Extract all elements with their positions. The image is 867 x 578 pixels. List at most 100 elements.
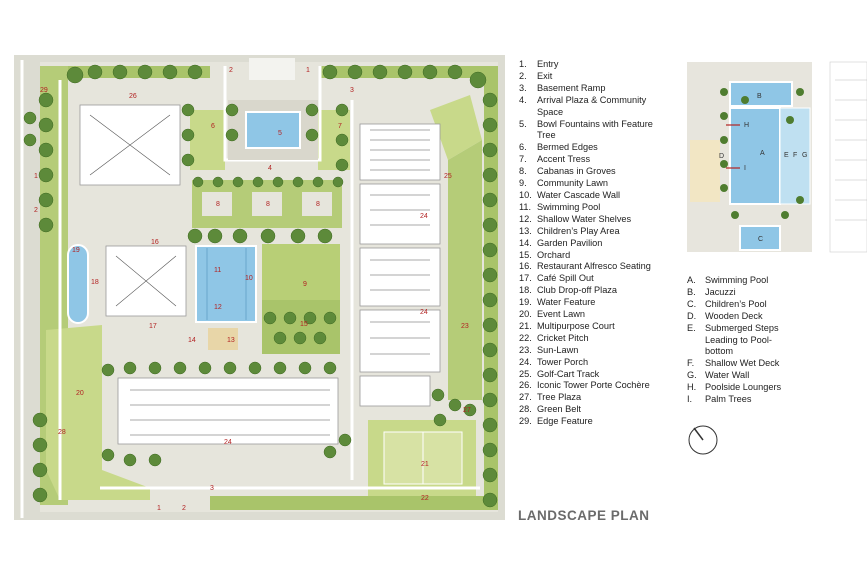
legend-text: Wooden Deck bbox=[705, 310, 763, 321]
legend-number: 20. bbox=[519, 309, 532, 320]
tree-icon bbox=[303, 311, 317, 325]
legend-text: Water Feature bbox=[537, 297, 596, 308]
legend-item: 1.Entry bbox=[519, 59, 669, 71]
legend-item: 15.Orchard bbox=[519, 250, 669, 262]
legend-text: Sun-Lawn bbox=[537, 344, 579, 355]
tree-icon bbox=[323, 445, 337, 459]
legend-text: Bermed Edges bbox=[537, 142, 598, 153]
legend-text: Garden Pavilion bbox=[537, 237, 603, 248]
tree-icon bbox=[207, 228, 223, 244]
tree-icon bbox=[232, 176, 244, 188]
legend-item: H.Poolside Loungers bbox=[687, 382, 792, 394]
legend-number: 29. bbox=[519, 416, 532, 427]
tree-icon bbox=[283, 311, 297, 325]
palm-tree-icon bbox=[720, 88, 728, 96]
legend-number: 13. bbox=[519, 225, 532, 236]
legend-item: 8.Cabanas in Groves bbox=[519, 166, 669, 178]
legend-number: G. bbox=[687, 370, 697, 381]
tree-icon bbox=[317, 228, 333, 244]
legend-number: 26. bbox=[519, 380, 532, 391]
legend-number: 11. bbox=[519, 201, 532, 212]
label-alfresco: 16 bbox=[151, 239, 159, 246]
legend-number: I. bbox=[687, 394, 693, 405]
tree-icon bbox=[123, 361, 137, 375]
legend-item: I.Palm Trees bbox=[687, 394, 792, 406]
legend-number: 7. bbox=[519, 154, 527, 165]
tree-icon bbox=[482, 442, 498, 458]
legend-item: 9.Community Lawn bbox=[519, 178, 669, 190]
legend-text: Golf-Cart Track bbox=[537, 368, 600, 379]
tree-icon bbox=[293, 331, 307, 345]
legend-text: Shallow Water Shelves bbox=[537, 213, 632, 224]
label-cabana-1: 8 bbox=[216, 201, 220, 208]
label-porch-1: 24 bbox=[420, 213, 428, 220]
tree-icon bbox=[448, 398, 462, 412]
label-arrival: 4 bbox=[268, 165, 272, 172]
legend-text: Exit bbox=[537, 70, 553, 81]
tree-icon bbox=[482, 317, 498, 333]
legend-text: Tree Plaza bbox=[537, 392, 582, 403]
legend-item: E.Submerged Steps Leading to Pool-bottom bbox=[687, 323, 792, 359]
legend-number: 21. bbox=[519, 320, 532, 331]
legend-text: Swimming Pool bbox=[705, 275, 769, 285]
legend-text: Water Cascade Wall bbox=[537, 189, 621, 200]
tree-icon bbox=[298, 361, 312, 375]
tree-icon bbox=[38, 117, 54, 133]
tree-icon bbox=[263, 311, 277, 325]
tree-icon bbox=[313, 331, 327, 345]
pool-label-a: A bbox=[760, 150, 765, 157]
pool-label-h: H bbox=[744, 122, 749, 129]
tree-icon bbox=[482, 92, 498, 108]
tree-icon bbox=[123, 453, 137, 467]
legend-text: Edge Feature bbox=[537, 416, 593, 427]
legend-number: C. bbox=[687, 298, 697, 309]
tree-icon bbox=[260, 228, 276, 244]
palm-tree-icon bbox=[720, 160, 728, 168]
tree-icon bbox=[482, 467, 498, 483]
tree-icon bbox=[482, 392, 498, 408]
legend-item: 29. Edge Feature bbox=[519, 416, 669, 428]
legend-number: 4. bbox=[519, 94, 527, 105]
tree-icon bbox=[66, 66, 84, 84]
tree-icon bbox=[101, 448, 115, 462]
label-pool: 11 bbox=[214, 267, 221, 274]
label-cafe: 17 bbox=[149, 323, 157, 330]
legend-number: E. bbox=[687, 322, 696, 333]
label-sunlawn: 23 bbox=[461, 323, 469, 330]
pool-label-d: D bbox=[719, 153, 724, 160]
tree-icon bbox=[482, 142, 498, 158]
legend-number: 27. bbox=[519, 392, 532, 403]
label-golf: 25 bbox=[444, 173, 452, 180]
label-entry-2: 1 bbox=[34, 173, 38, 180]
tree-icon bbox=[482, 192, 498, 208]
legend-item: B.Jacuzzi bbox=[687, 287, 792, 299]
palm-tree-icon bbox=[720, 184, 728, 192]
tree-icon bbox=[112, 64, 128, 80]
label-porch-2: 24 bbox=[420, 309, 428, 316]
arrival-plaza bbox=[228, 58, 318, 160]
tree-icon bbox=[87, 64, 103, 80]
legend-text: Water Wall bbox=[705, 370, 750, 381]
legend-item: 10.Water Cascade Wall bbox=[519, 190, 669, 202]
legend-item: 13.Children’s Play Area bbox=[519, 226, 669, 238]
tree-icon bbox=[482, 217, 498, 233]
tree-icon bbox=[38, 142, 54, 158]
label-porte: 26 bbox=[129, 93, 137, 100]
palm-tree-icon bbox=[796, 196, 804, 204]
tree-icon bbox=[173, 361, 187, 375]
legend-text: Cricket Pitch bbox=[537, 332, 589, 343]
legend-number: 25. bbox=[519, 368, 532, 379]
tree-icon bbox=[32, 437, 48, 453]
legend-number: 8. bbox=[519, 166, 527, 177]
tree-icon bbox=[431, 388, 445, 402]
tree-icon bbox=[482, 342, 498, 358]
tree-icon bbox=[148, 453, 162, 467]
north-arrow-icon bbox=[688, 425, 718, 455]
label-ramp: 3 bbox=[350, 87, 354, 94]
label-accent: 7 bbox=[338, 123, 342, 130]
legend-item: 28.Green Belt bbox=[519, 404, 669, 416]
tree-icon bbox=[212, 176, 224, 188]
legend-item: 16.Restaurant Alfresco Seating bbox=[519, 261, 669, 273]
palm-tree-icon bbox=[781, 211, 789, 219]
